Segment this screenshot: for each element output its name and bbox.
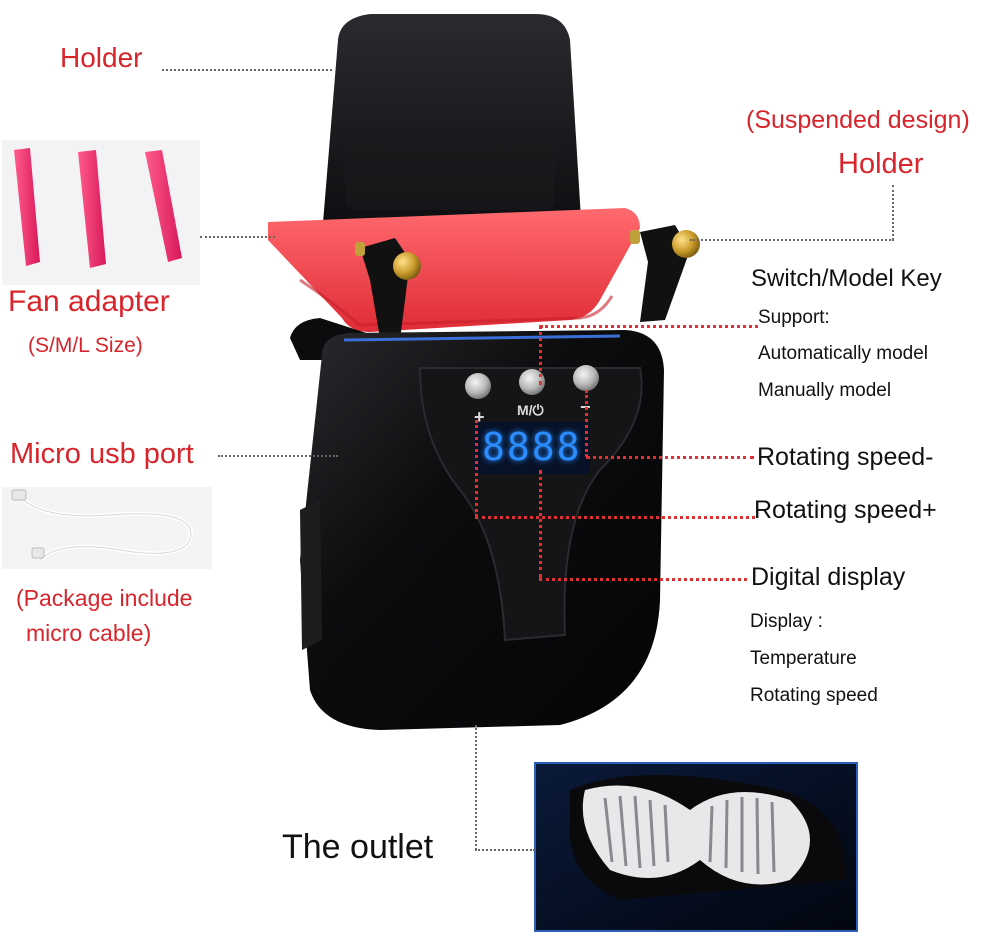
leader-holder-right-h [690, 239, 894, 241]
red-tray [268, 208, 640, 332]
label-micro-usb-port: Micro usb port [10, 438, 194, 470]
label-fan-adapter: Fan adapter [8, 285, 170, 318]
outlet-photo [534, 762, 858, 932]
leader-outlet-v [475, 725, 477, 850]
leader-fan-adapter [200, 236, 275, 238]
label-fan-adapter-sizes: (S/M/L Size) [28, 334, 143, 357]
leader-holder-left [162, 69, 332, 71]
label-package-line1: (Package include [16, 585, 193, 611]
top-holder [322, 14, 582, 235]
label-temperature: Temperature [750, 648, 857, 669]
digital-display-readout: 8888 [482, 425, 582, 469]
label-support: Support: [758, 307, 830, 328]
leader-speed-minus [586, 456, 754, 459]
label-switch-model-key: Switch/Model Key [751, 265, 942, 292]
leader-switch-key-v [539, 325, 542, 385]
label-auto-model: Automatically model [758, 343, 929, 364]
leader-display-v [539, 470, 542, 578]
label-display: Display : [750, 611, 823, 632]
button-plus-symbol: + [474, 407, 485, 427]
fan-body [300, 330, 664, 730]
label-rotating-speed-plus: Rotating speed+ [754, 496, 937, 524]
label-the-outlet: The outlet [282, 828, 434, 866]
leader-speed-plus [475, 516, 755, 519]
button-mode-symbol: M/⏻ [517, 402, 544, 418]
leader-display [539, 578, 747, 581]
leader-speed-minus-v [585, 390, 588, 457]
label-rotating-speed: Rotating speed [750, 685, 878, 706]
label-digital-display: Digital display [751, 563, 906, 591]
leader-micro-usb [218, 455, 338, 457]
label-suspended-design: (Suspended design) [746, 106, 970, 134]
label-holder-left: Holder [60, 42, 143, 73]
micro-cable-photo [2, 487, 212, 569]
label-manual-model: Manually model [758, 380, 892, 401]
leader-outlet-h [475, 849, 535, 851]
leader-speed-plus-v [475, 420, 478, 517]
fan-adapter-photo [2, 140, 200, 285]
label-holder-right: Holder [838, 148, 924, 180]
leader-switch-key-h [540, 325, 758, 328]
label-package-line2: micro cable) [26, 620, 152, 646]
leader-holder-right-v [892, 185, 894, 240]
label-rotating-speed-minus: Rotating speed- [757, 443, 934, 471]
